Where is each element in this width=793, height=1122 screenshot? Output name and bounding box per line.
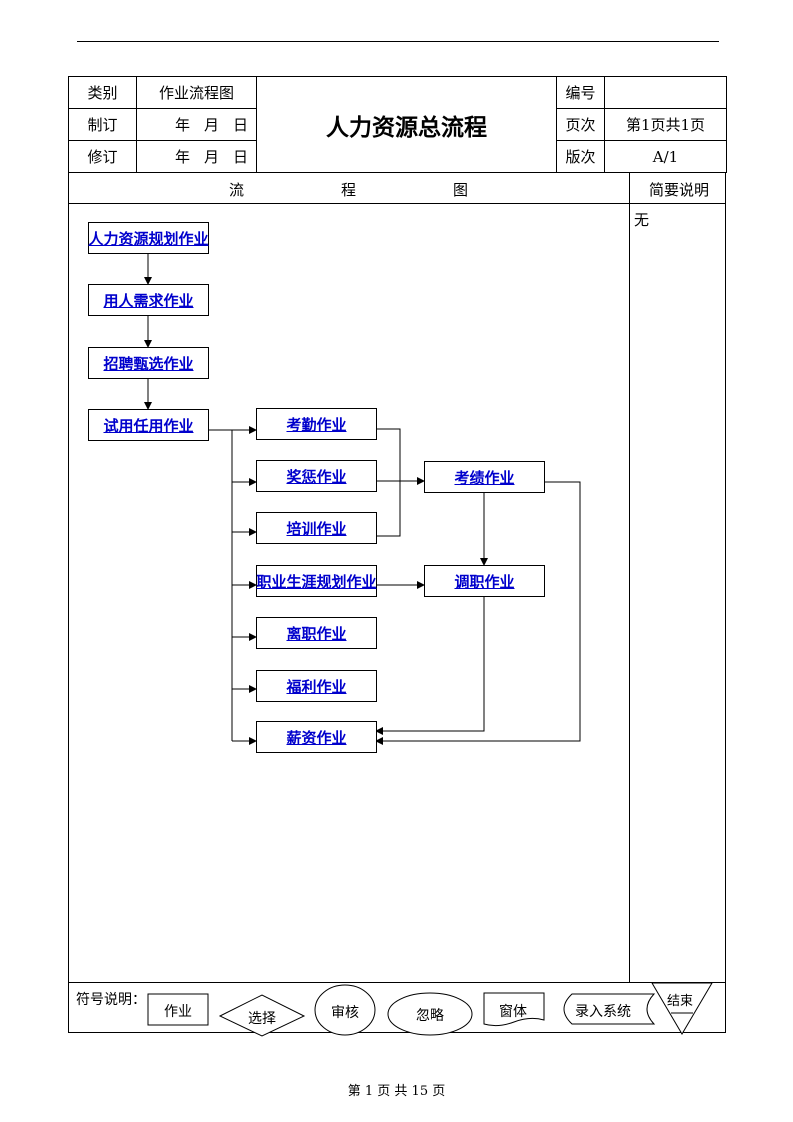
made-date: 年月日	[136, 108, 257, 141]
legend-task-shape	[147, 993, 209, 1026]
legend-document-shape	[483, 992, 545, 1027]
legend-label: 符号说明：	[76, 992, 146, 1008]
link-training[interactable]: 培训作业	[286, 519, 347, 538]
arrow-transfer-to-salary	[375, 597, 485, 735]
legend-task-label: 作业	[164, 1004, 192, 1020]
link-attendance[interactable]: 考勤作业	[286, 415, 347, 434]
flow-header-char-3: 图	[453, 181, 469, 199]
page-value: 第1页共1页	[604, 108, 727, 141]
node-resignation[interactable]: 离职作业	[256, 617, 377, 649]
category-label: 类别	[68, 76, 137, 109]
revised-month: 月	[203, 148, 219, 166]
made-month: 月	[203, 116, 219, 134]
legend-select-label: 选择	[248, 1011, 276, 1027]
legend-input-shape	[563, 993, 656, 1025]
flow-header-char-2: 程	[341, 181, 357, 199]
number-label: 编号	[556, 76, 605, 109]
legend-ignore-shape	[387, 992, 473, 1036]
legend-end-shape	[651, 982, 713, 1035]
summary-note: 无	[634, 211, 650, 229]
link-rewards[interactable]: 奖惩作业	[286, 467, 347, 486]
flow-header-char-1: 流	[229, 181, 245, 199]
legend-end-label: 结束	[667, 994, 694, 1009]
link-hr-planning[interactable]: 人力资源规划作业	[88, 229, 209, 248]
node-recruitment[interactable]: 招聘甄选作业	[88, 347, 209, 379]
legend-ignore-label: 忽略	[416, 1008, 444, 1024]
made-year: 年	[174, 116, 190, 134]
page-footer: 第 1 页 共 15 页	[347, 1084, 446, 1099]
legend-review-shape	[314, 984, 376, 1036]
made-day: 日	[233, 116, 249, 134]
link-career[interactable]: 职业生涯规划作业	[256, 572, 377, 591]
legend-area	[68, 982, 726, 1033]
revised-label: 修订	[68, 140, 137, 173]
link-performance[interactable]: 考绩作业	[454, 468, 515, 487]
header-rule	[77, 41, 719, 42]
link-transfer[interactable]: 调职作业	[454, 572, 515, 591]
node-attendance[interactable]: 考勤作业	[256, 408, 377, 440]
link-welfare[interactable]: 福利作业	[286, 677, 347, 696]
legend-document-label: 窗体	[499, 1004, 527, 1020]
category-value: 作业流程图	[136, 76, 257, 109]
link-salary[interactable]: 薪资作业	[286, 728, 347, 747]
revised-day: 日	[233, 148, 249, 166]
version-label: 版次	[556, 140, 605, 173]
summary-column-divider	[629, 204, 630, 982]
node-career[interactable]: 职业生涯规划作业	[256, 565, 377, 597]
link-recruitment[interactable]: 招聘甄选作业	[103, 354, 194, 373]
legend-review-label: 审核	[331, 1005, 359, 1021]
document-header-table: 类别 作业流程图 人力资源总流程 编号 制订 年月日 页次 第1页共1页 修订 …	[68, 76, 727, 173]
node-welfare[interactable]: 福利作业	[256, 670, 377, 702]
node-salary[interactable]: 薪资作业	[256, 721, 377, 753]
node-transfer[interactable]: 调职作业	[424, 565, 545, 597]
node-probation[interactable]: 试用任用作业	[88, 409, 209, 441]
arrow-performance-to-salary	[375, 481, 581, 745]
version-value: A/1	[604, 140, 727, 173]
node-rewards[interactable]: 奖惩作业	[256, 460, 377, 492]
link-probation[interactable]: 试用任用作业	[103, 416, 194, 435]
node-hr-planning[interactable]: 人力资源规划作业	[88, 222, 209, 254]
link-resignation[interactable]: 离职作业	[286, 624, 347, 643]
link-staffing-need[interactable]: 用人需求作业	[103, 291, 194, 310]
flow-header-divider	[629, 173, 630, 203]
node-staffing-need[interactable]: 用人需求作业	[88, 284, 209, 316]
document-title: 人力资源总流程	[256, 76, 557, 173]
line-attendance-merge	[376, 428, 401, 537]
summary-header: 简要说明	[649, 181, 710, 199]
node-performance[interactable]: 考绩作业	[424, 461, 545, 493]
node-training[interactable]: 培训作业	[256, 512, 377, 544]
legend-select-shape	[218, 994, 306, 1037]
legend-input-label: 录入系统	[575, 1004, 631, 1020]
revised-year: 年	[174, 148, 190, 166]
